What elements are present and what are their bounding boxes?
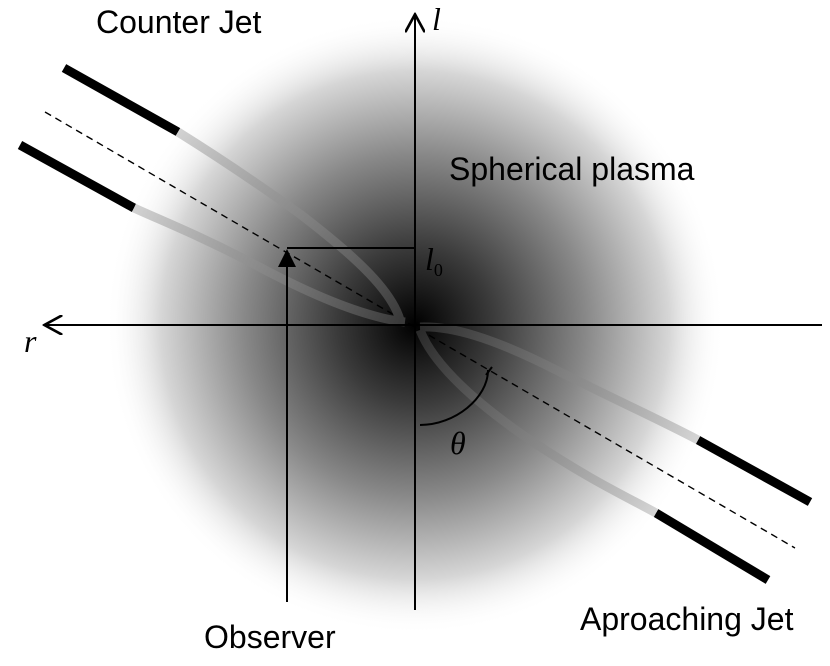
- r-axis-label: r: [24, 323, 37, 359]
- approaching-jet-label: Aproaching Jet: [580, 601, 794, 637]
- theta-angle-arc: [419, 369, 489, 426]
- theta-label: θ: [450, 425, 466, 461]
- l0-label: l0: [425, 241, 443, 280]
- approaching-jet-upper-wall: [419, 322, 813, 506]
- l0-label-base: l: [425, 241, 434, 277]
- l0-label-subscript: 0: [434, 260, 443, 280]
- counter-jet-upper-wall: [61, 64, 405, 322]
- approaching-jet-lower-wall: [415, 328, 771, 584]
- l-axis-label: l: [432, 1, 441, 37]
- spherical-plasma-label: Spherical plasma: [449, 151, 695, 187]
- theta-arc-tick: [485, 366, 493, 376]
- counter-jet-lower-wall: [17, 141, 406, 327]
- observer-label: Observer: [204, 619, 336, 655]
- counter-jet-label: Counter Jet: [96, 4, 262, 40]
